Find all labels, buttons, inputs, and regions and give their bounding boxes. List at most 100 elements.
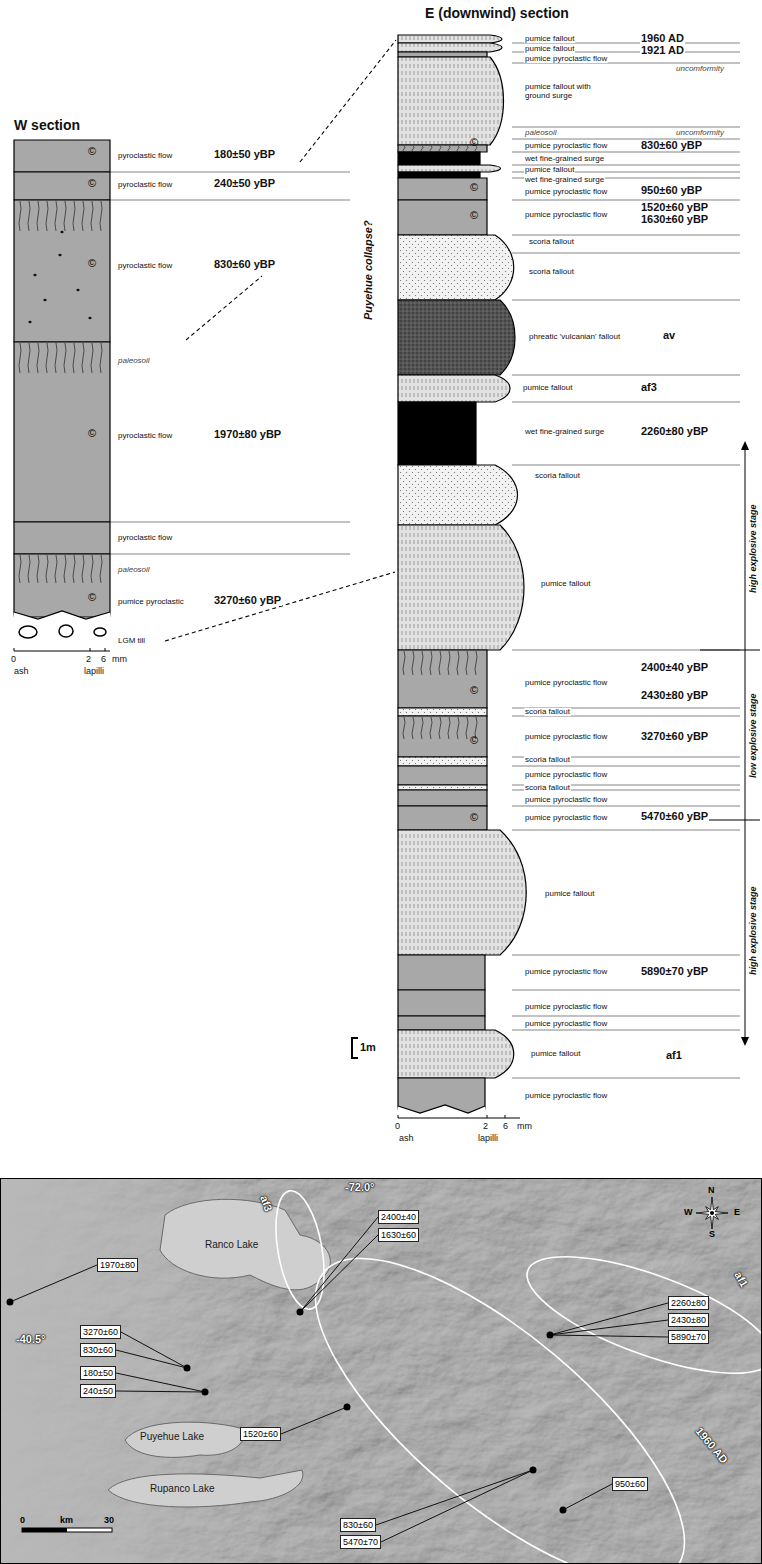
root-trace — [37, 343, 39, 373]
sample-symbol: © — [470, 210, 478, 221]
map-scale-label: W — [684, 1208, 693, 1217]
age-label: 1m — [359, 1042, 377, 1053]
leader-line — [563, 1484, 612, 1510]
age-box: 5470±70 — [340, 1535, 381, 1549]
layer-label: scoria fallout — [534, 472, 581, 480]
age-text: 5470±70 — [343, 1536, 378, 1548]
scoria-fallout-layer — [398, 465, 518, 525]
leader-line — [550, 1320, 668, 1335]
scoria-fallout-layer — [398, 785, 487, 790]
root-trace — [37, 201, 39, 231]
pyroclastic-flow-layer — [398, 650, 487, 708]
layer-label: pumice pyroclastic flow — [524, 814, 608, 822]
root-trace — [439, 651, 441, 675]
layer-label: phreatic 'vulcanian' fallout — [528, 333, 621, 341]
layer-label: pumice pyroclastic flow — [524, 1092, 608, 1100]
pyroclastic-flow-layer — [398, 178, 487, 200]
pumice-fallout-layer — [398, 830, 526, 955]
age-text: 830±60 — [343, 1519, 373, 1531]
axis-tick — [398, 1115, 399, 1118]
till-clast — [94, 628, 106, 636]
pumice-fallout-layer — [398, 525, 524, 650]
root-trace — [55, 343, 57, 373]
contact-note: uncomformity — [675, 65, 725, 73]
sample-symbol: © — [88, 428, 96, 439]
root-trace — [403, 651, 405, 675]
layer-label: pumice pyroclastic flow — [524, 968, 608, 976]
root-trace — [91, 201, 93, 231]
root-trace — [421, 717, 423, 739]
root-trace — [412, 717, 414, 739]
pumice-fallout-layer — [398, 43, 502, 52]
leader-line — [300, 1235, 378, 1312]
root-trace — [64, 343, 66, 373]
contact-note: uncomformity — [675, 129, 725, 137]
root-trace — [466, 717, 468, 739]
root-trace — [19, 343, 21, 373]
age-label: 2430±80 yBP — [640, 690, 709, 701]
scale-label: ash — [399, 1134, 414, 1143]
layer-label: pumice fallout — [524, 166, 575, 174]
root-trace — [421, 146, 423, 152]
axis-tick — [105, 648, 106, 651]
root-trace — [82, 343, 84, 373]
pumice-fallout-layer — [398, 1030, 514, 1078]
layer-label: pumice pyroclastic flow — [524, 771, 608, 779]
root-trace — [73, 343, 75, 373]
sample-site — [344, 1404, 351, 1411]
layer-rule — [512, 375, 740, 376]
till-clast — [19, 626, 37, 638]
surge-layer — [398, 152, 480, 165]
scale-bracket — [352, 1038, 358, 1058]
layer-label: pumice pyroclastic flow — [524, 55, 608, 63]
age-text: 180±50 — [83, 1367, 113, 1379]
root-trace — [46, 343, 48, 373]
layer-rule — [512, 830, 740, 831]
grain-size-axis — [398, 1118, 520, 1119]
pyroclastic-flow-layer — [398, 716, 487, 757]
pyroclastic-flow-layer — [398, 200, 487, 235]
age-box: 5890±70 — [668, 1330, 709, 1344]
age-label: af1 — [665, 1050, 683, 1061]
age-box: 240±50 — [80, 1384, 116, 1398]
age-label: 1960 AD — [640, 33, 685, 44]
layer-rule — [512, 127, 740, 128]
layer-rule — [512, 955, 740, 956]
root-trace — [55, 201, 57, 231]
leader-line — [381, 1470, 533, 1542]
age-label: 950±60 yBP — [640, 185, 703, 196]
age-label: af3 — [640, 382, 658, 393]
root-trace — [73, 555, 75, 583]
root-trace — [466, 651, 468, 675]
root-trace — [19, 201, 21, 231]
stage-label: low explosive stage — [749, 692, 758, 779]
root-trace — [91, 343, 93, 373]
map-frame — [1, 1179, 762, 1564]
layer-label: pumice fallout with ground surge — [524, 82, 606, 100]
layer-label: pumice fallout — [540, 580, 591, 588]
scoria-fallout-layer — [398, 708, 487, 716]
root-trace — [64, 555, 66, 583]
age-label: 2400±40 yBP — [640, 662, 709, 673]
sample-site — [530, 1467, 537, 1474]
age-box: 830±60 — [340, 1518, 376, 1532]
age-label: 240±50 yBP — [213, 178, 276, 189]
age-text: 1520±60 — [243, 1428, 278, 1440]
layer-rule — [111, 200, 350, 201]
section-heading: W section — [14, 118, 80, 132]
clast-dot — [43, 299, 46, 301]
sample-site — [184, 1365, 191, 1372]
layer-label: pyroclastic flow — [117, 181, 173, 189]
clast-dot — [60, 231, 63, 233]
map-scale-label: km — [60, 1516, 73, 1525]
root-trace — [19, 555, 21, 583]
root-trace — [448, 146, 450, 152]
stage-divider — [700, 650, 760, 651]
compass-centre — [710, 1211, 714, 1215]
map-scale-label: E — [734, 1208, 740, 1217]
lake-label: Ranco Lake — [205, 1240, 258, 1250]
root-trace — [37, 555, 39, 583]
root-trace — [439, 717, 441, 739]
eroded-base-line — [398, 1105, 485, 1113]
